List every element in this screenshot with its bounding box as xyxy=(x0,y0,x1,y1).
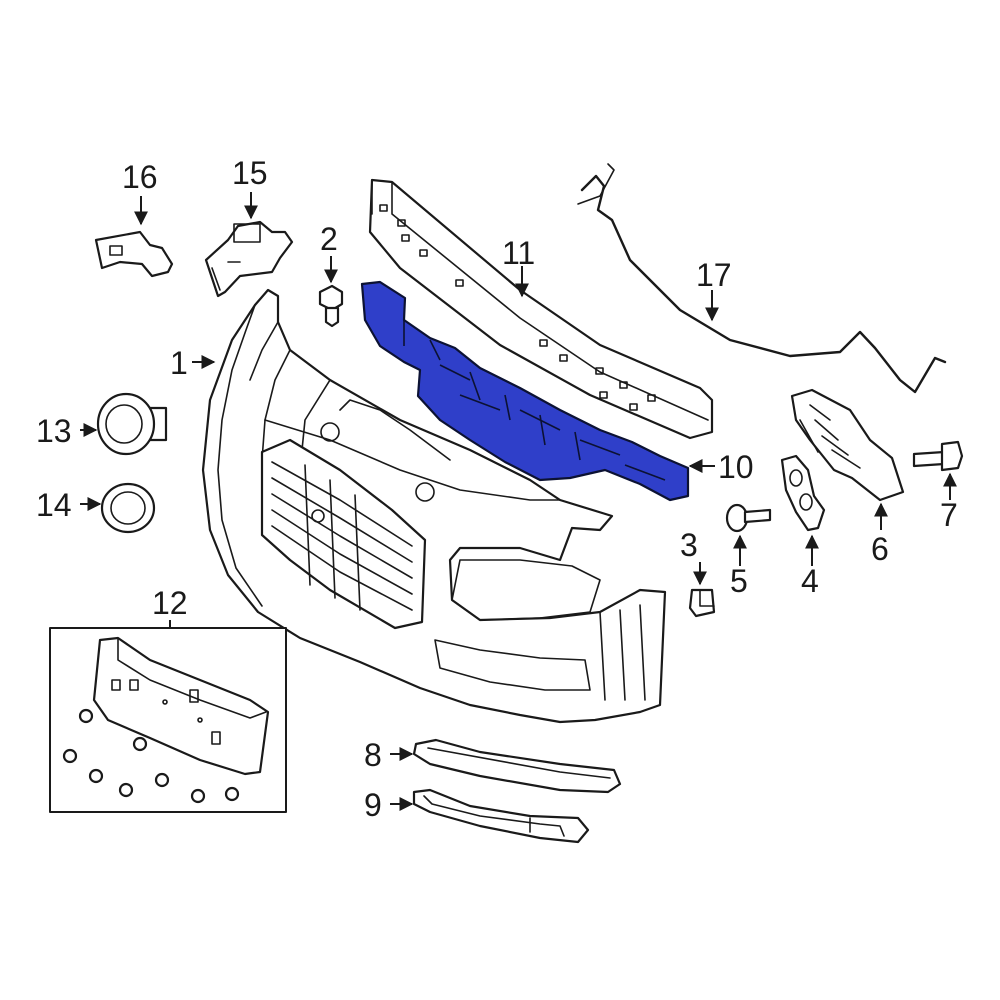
callout-6: 6 xyxy=(871,531,889,567)
part-14-sensor-ring[interactable] xyxy=(100,482,156,534)
part-6-bracket[interactable] xyxy=(790,388,905,502)
callout-10: 10 xyxy=(718,449,754,485)
leader-lines xyxy=(80,192,957,811)
callout-8: 8 xyxy=(364,737,382,773)
callout-2: 2 xyxy=(320,221,338,257)
part-12-license-bracket-kit[interactable] xyxy=(49,627,287,813)
callout-5: 5 xyxy=(730,563,748,599)
callout-17: 17 xyxy=(696,257,732,293)
part-2-bolt[interactable] xyxy=(318,284,344,328)
callout-15: 15 xyxy=(232,155,268,191)
part-10-energy-absorber[interactable] xyxy=(360,280,690,502)
part-7-bolt[interactable] xyxy=(912,440,964,472)
part-9-molding[interactable] xyxy=(412,788,590,844)
part-16-sensor[interactable] xyxy=(94,230,174,278)
callout-7: 7 xyxy=(940,497,958,533)
part-13-parking-sensor[interactable] xyxy=(96,392,168,456)
part-1-bumper-cover[interactable] xyxy=(201,288,667,724)
callout-9: 9 xyxy=(364,787,382,823)
callout-3: 3 xyxy=(680,527,698,563)
part-5-screw[interactable] xyxy=(725,503,772,533)
callout-4: 4 xyxy=(801,563,819,599)
callout-labels: 1 2 3 4 5 6 7 8 9 10 11 12 13 14 15 16 1… xyxy=(36,155,958,823)
part-8-molding[interactable] xyxy=(412,738,622,794)
part-15-sensor-bracket[interactable] xyxy=(204,220,294,298)
callout-1: 1 xyxy=(170,345,188,381)
part-17-wiring-harness[interactable] xyxy=(577,163,947,394)
callout-11: 11 xyxy=(502,235,535,271)
callout-12: 12 xyxy=(152,585,188,621)
callout-14: 14 xyxy=(36,487,72,523)
callout-13: 13 xyxy=(36,413,72,449)
part-3-clip[interactable] xyxy=(688,588,716,618)
part-4-bracket[interactable] xyxy=(780,454,826,532)
callout-16: 16 xyxy=(122,159,158,195)
